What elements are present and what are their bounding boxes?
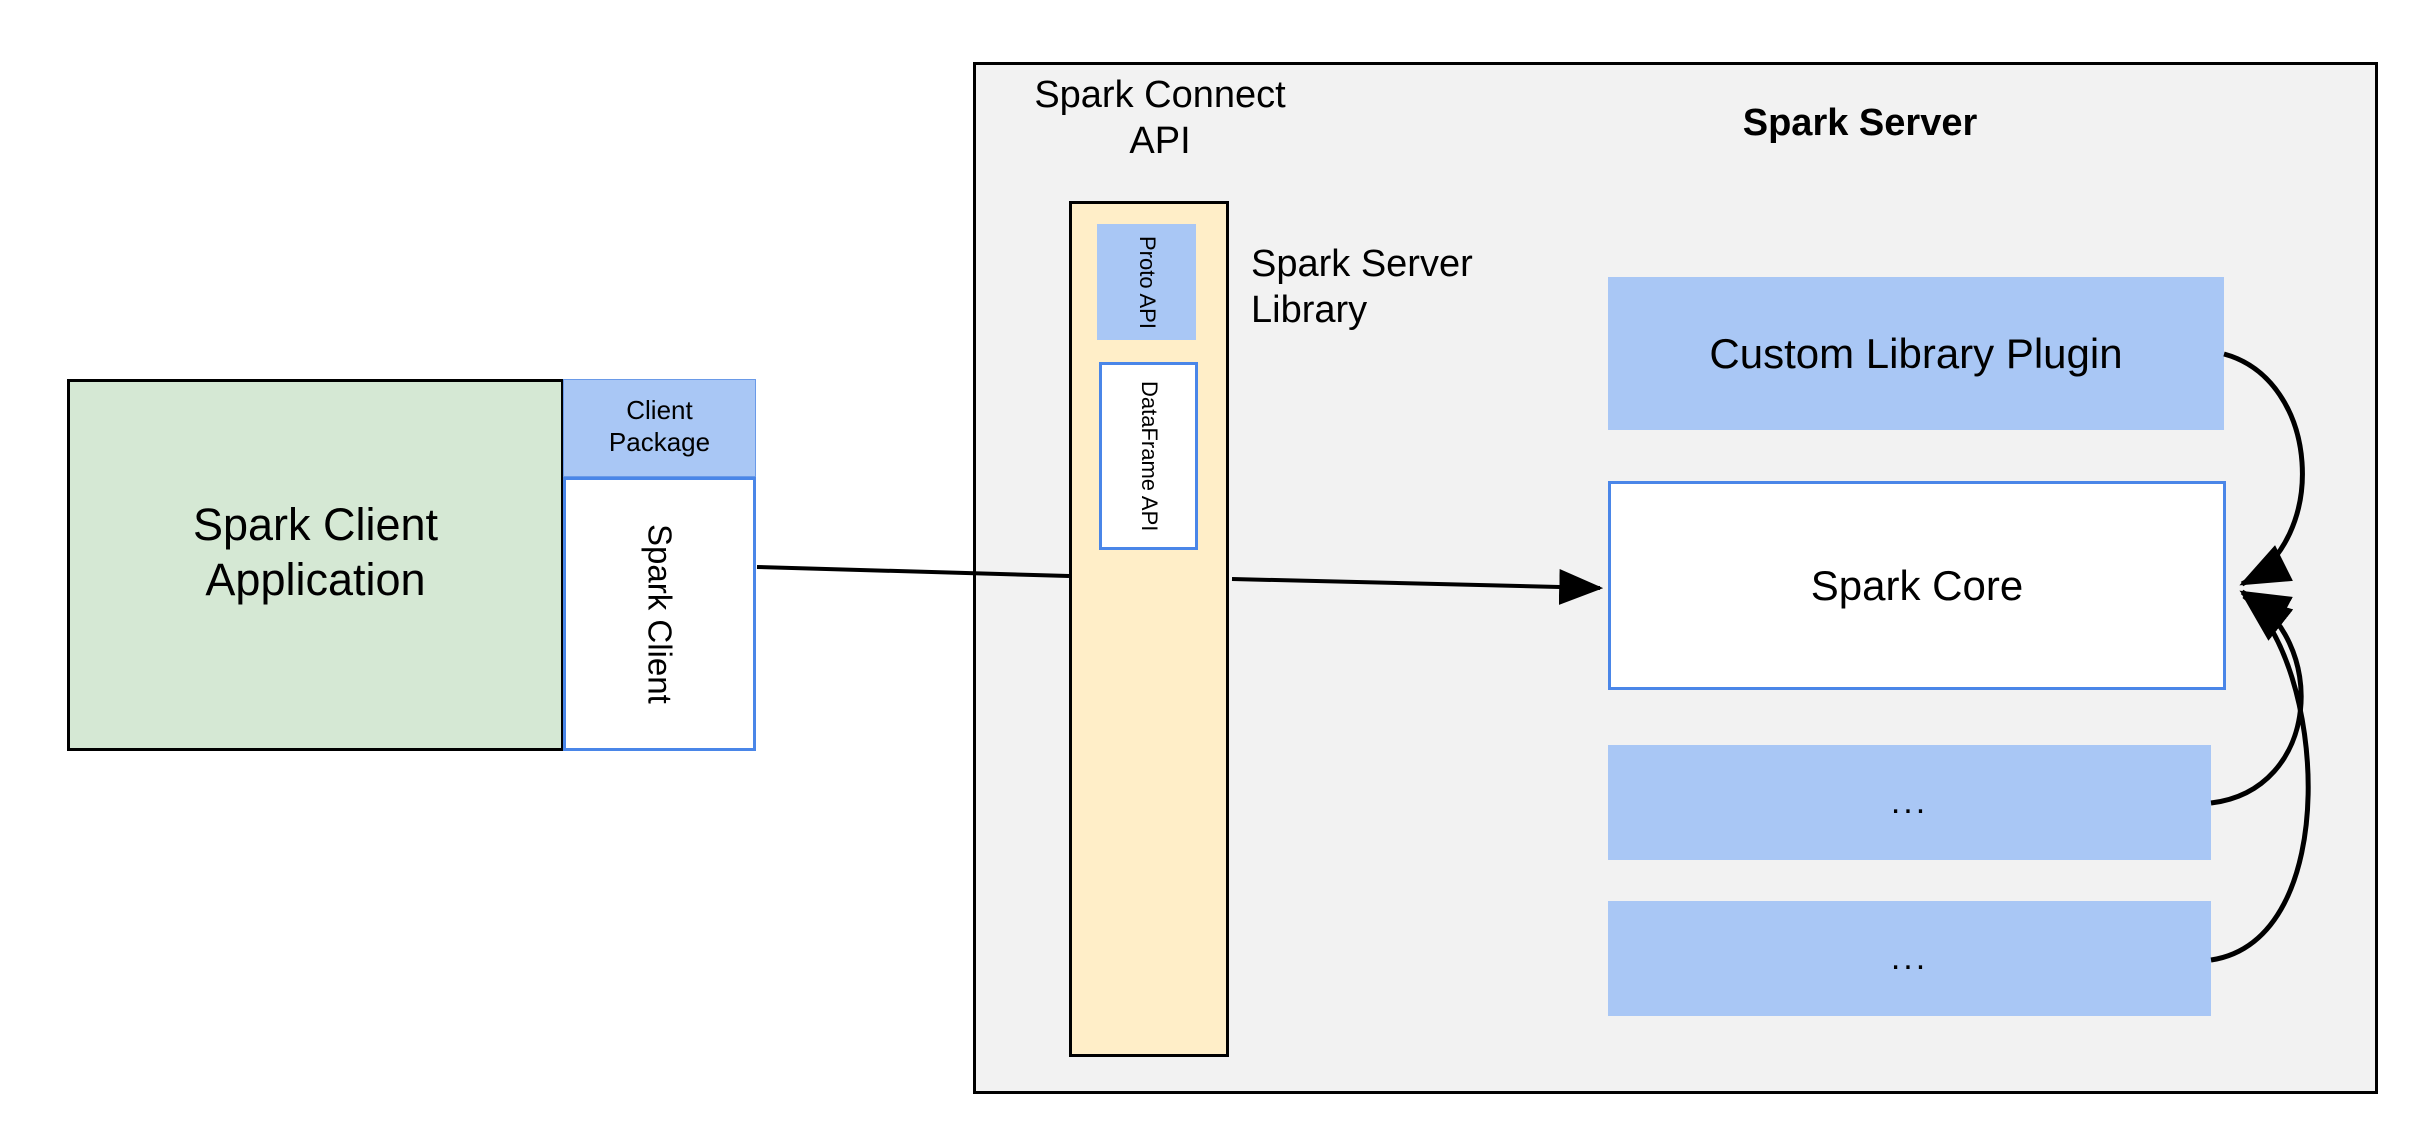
spark-server-title: Spark Server — [1742, 102, 1978, 144]
custom-library-plugin-label: Custom Library Plugin — [1709, 329, 2123, 377]
spark-client-application-label: Spark Client Application — [192, 499, 439, 605]
spark-connect-api-label: Spark Connect API — [1034, 74, 1286, 163]
proto-api-label: Proto API — [1134, 235, 1160, 329]
additional-component-box-2[interactable] — [1608, 901, 2211, 1016]
spark-client-label-wrap: Spark Client — [563, 477, 756, 751]
spark-client-box[interactable] — [563, 477, 756, 751]
proto-api-label-wrap: Proto API — [1097, 224, 1196, 340]
dataframe-api-box[interactable] — [1099, 362, 1198, 550]
spark-server-library-label: Spark Server Library — [1251, 243, 1473, 332]
client-package-label: Client Package — [608, 395, 711, 457]
spark-core-box[interactable] — [1608, 481, 2226, 690]
spark-client-application-box[interactable] — [67, 379, 564, 751]
dataframe-api-label: DataFrame API — [1136, 380, 1162, 532]
additional-component-label-2: ... — [1890, 938, 1929, 977]
client-package-box[interactable] — [563, 379, 756, 477]
additional-component-box-1[interactable] — [1608, 745, 2211, 860]
dataframe-api-label-wrap: DataFrame API — [1099, 362, 1198, 550]
spark-server-library-column[interactable] — [1069, 201, 1229, 1057]
additional-component-label-1: ... — [1890, 782, 1929, 821]
spark-core-label: Spark Core — [1810, 561, 2024, 609]
custom-library-plugin-box[interactable] — [1608, 277, 2224, 430]
spark-client-label: Spark Client — [641, 524, 679, 704]
proto-api-box[interactable] — [1097, 224, 1196, 340]
